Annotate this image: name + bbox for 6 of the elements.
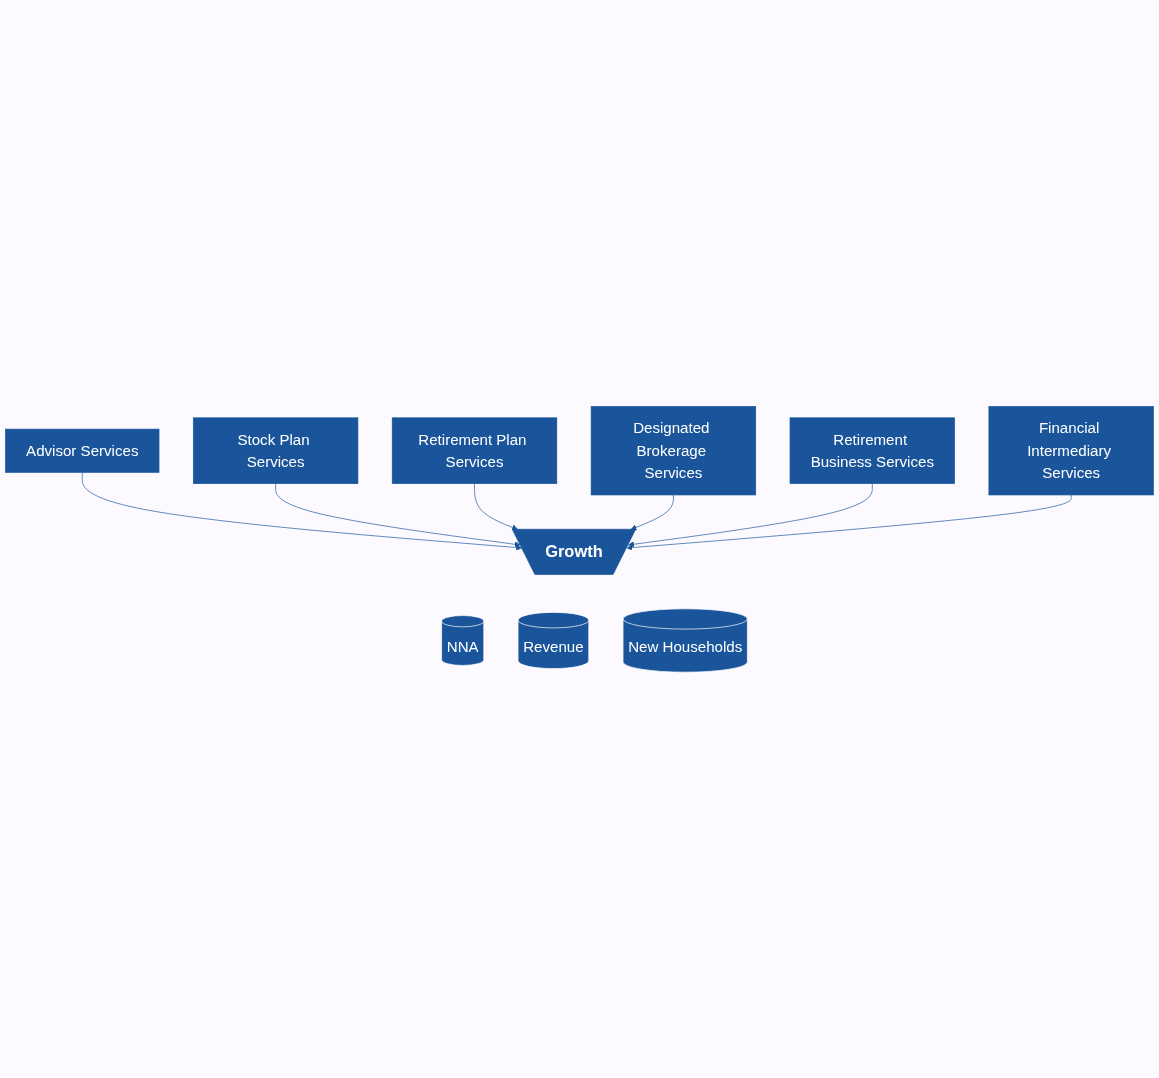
node-box: Retirement Business Services — [789, 417, 955, 484]
node-box: Retirement Plan Services — [391, 417, 558, 484]
node-box: Designated Brokerage Services — [590, 405, 757, 495]
node-box: Stock Plan Services — [192, 417, 359, 484]
node-box: Advisor Services — [5, 428, 160, 473]
node-box: Financial Intermediary Services — [988, 405, 1154, 495]
